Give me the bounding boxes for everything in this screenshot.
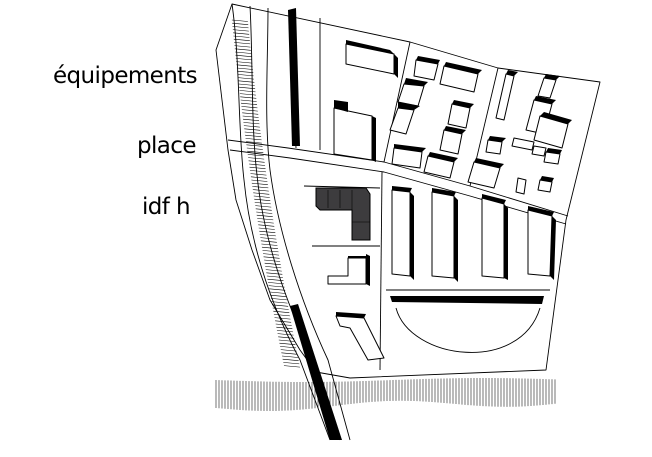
tram-line xyxy=(290,304,342,440)
tree-strip-hatching xyxy=(231,19,300,368)
block-divider-6 xyxy=(303,185,381,189)
semicircle-square xyxy=(395,307,541,353)
buildings-slabs xyxy=(391,186,556,282)
riverbank-hatching xyxy=(215,378,556,412)
label-idf-h: idf h xyxy=(142,194,191,220)
south-slab xyxy=(390,296,544,304)
buildings-nw xyxy=(333,40,398,162)
label-equipements: équipements xyxy=(53,63,198,89)
road-edge-east xyxy=(266,7,351,441)
block-divider-5 xyxy=(379,171,383,371)
buildings-west xyxy=(327,254,385,361)
buildings-nm xyxy=(389,56,482,179)
buildings-ne xyxy=(467,70,572,195)
block-divider-3 xyxy=(383,41,411,163)
idf-h-building xyxy=(315,187,371,241)
label-place: place xyxy=(137,133,196,159)
road-wall-north xyxy=(288,8,300,146)
